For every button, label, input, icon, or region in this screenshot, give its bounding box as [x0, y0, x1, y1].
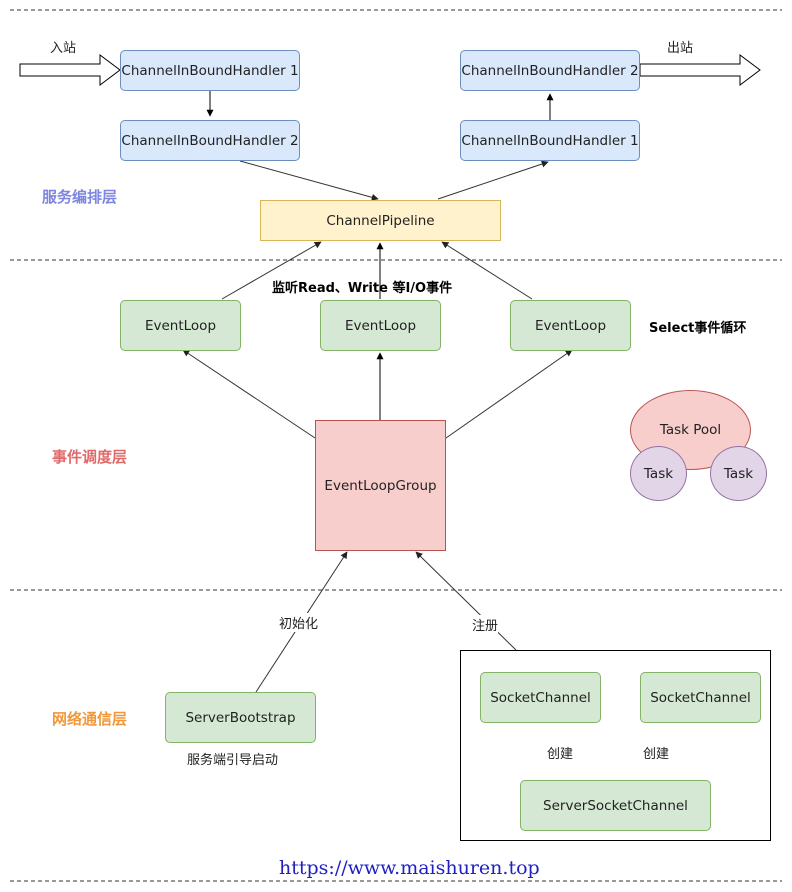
outbound-arrow	[639, 54, 761, 86]
init-label: 初始化	[279, 613, 319, 632]
edge-pipeline-out1	[437, 160, 549, 200]
listen-io-events-label: 监听Read、Write 等I/O事件	[272, 281, 453, 296]
task-2[interactable]: Task	[710, 446, 767, 501]
select-loop-label: Select事件循环	[649, 321, 747, 336]
channel-pipeline[interactable]: ChannelPipeline	[260, 200, 501, 241]
eventloop-3[interactable]: EventLoop	[510, 300, 631, 351]
edge-el3-pipeline	[441, 241, 533, 300]
inbound-handler-2[interactable]: ChannelInBoundHandler 2	[120, 120, 300, 161]
eventloop-1[interactable]: EventLoop	[120, 300, 241, 351]
eventloop-group[interactable]: EventLoopGroup	[315, 420, 446, 551]
eventloop-2[interactable]: EventLoop	[320, 300, 441, 351]
outbound-handler-1[interactable]: ChannelInBoundHandler 1	[460, 120, 640, 161]
layer-title-event: 事件调度层	[52, 448, 128, 466]
layer-title-service: 服务编排层	[42, 188, 118, 206]
edge-el1-pipeline	[221, 241, 322, 300]
outbound-label: 出站	[667, 37, 694, 56]
socket-channel-1[interactable]: SocketChannel	[480, 672, 601, 723]
layer-title-network: 网络通信层	[52, 710, 128, 728]
edge-in2-pipeline	[239, 160, 379, 201]
task-1[interactable]: Task	[630, 446, 687, 501]
server-bootstrap-caption: 服务端引导启动	[187, 749, 279, 768]
server-bootstrap[interactable]: ServerBootstrap	[165, 692, 316, 743]
inbound-label: 入站	[50, 37, 77, 56]
inbound-arrow	[19, 54, 121, 86]
edge-group-el1	[182, 349, 316, 439]
edge-group-el3	[445, 349, 573, 439]
inbound-handler-1[interactable]: ChannelInBoundHandler 1	[120, 50, 300, 91]
footer-url[interactable]: https://www.maishuren.top	[279, 857, 540, 879]
socket-channel-2[interactable]: SocketChannel	[640, 672, 761, 723]
outbound-handler-2[interactable]: ChannelInBoundHandler 2	[460, 50, 640, 91]
edge-register-group	[415, 551, 517, 651]
create-label-left: 创建	[547, 743, 574, 762]
create-label-right: 创建	[643, 743, 670, 762]
register-label: 注册	[472, 615, 499, 634]
server-socket-channel[interactable]: ServerSocketChannel	[520, 780, 711, 831]
